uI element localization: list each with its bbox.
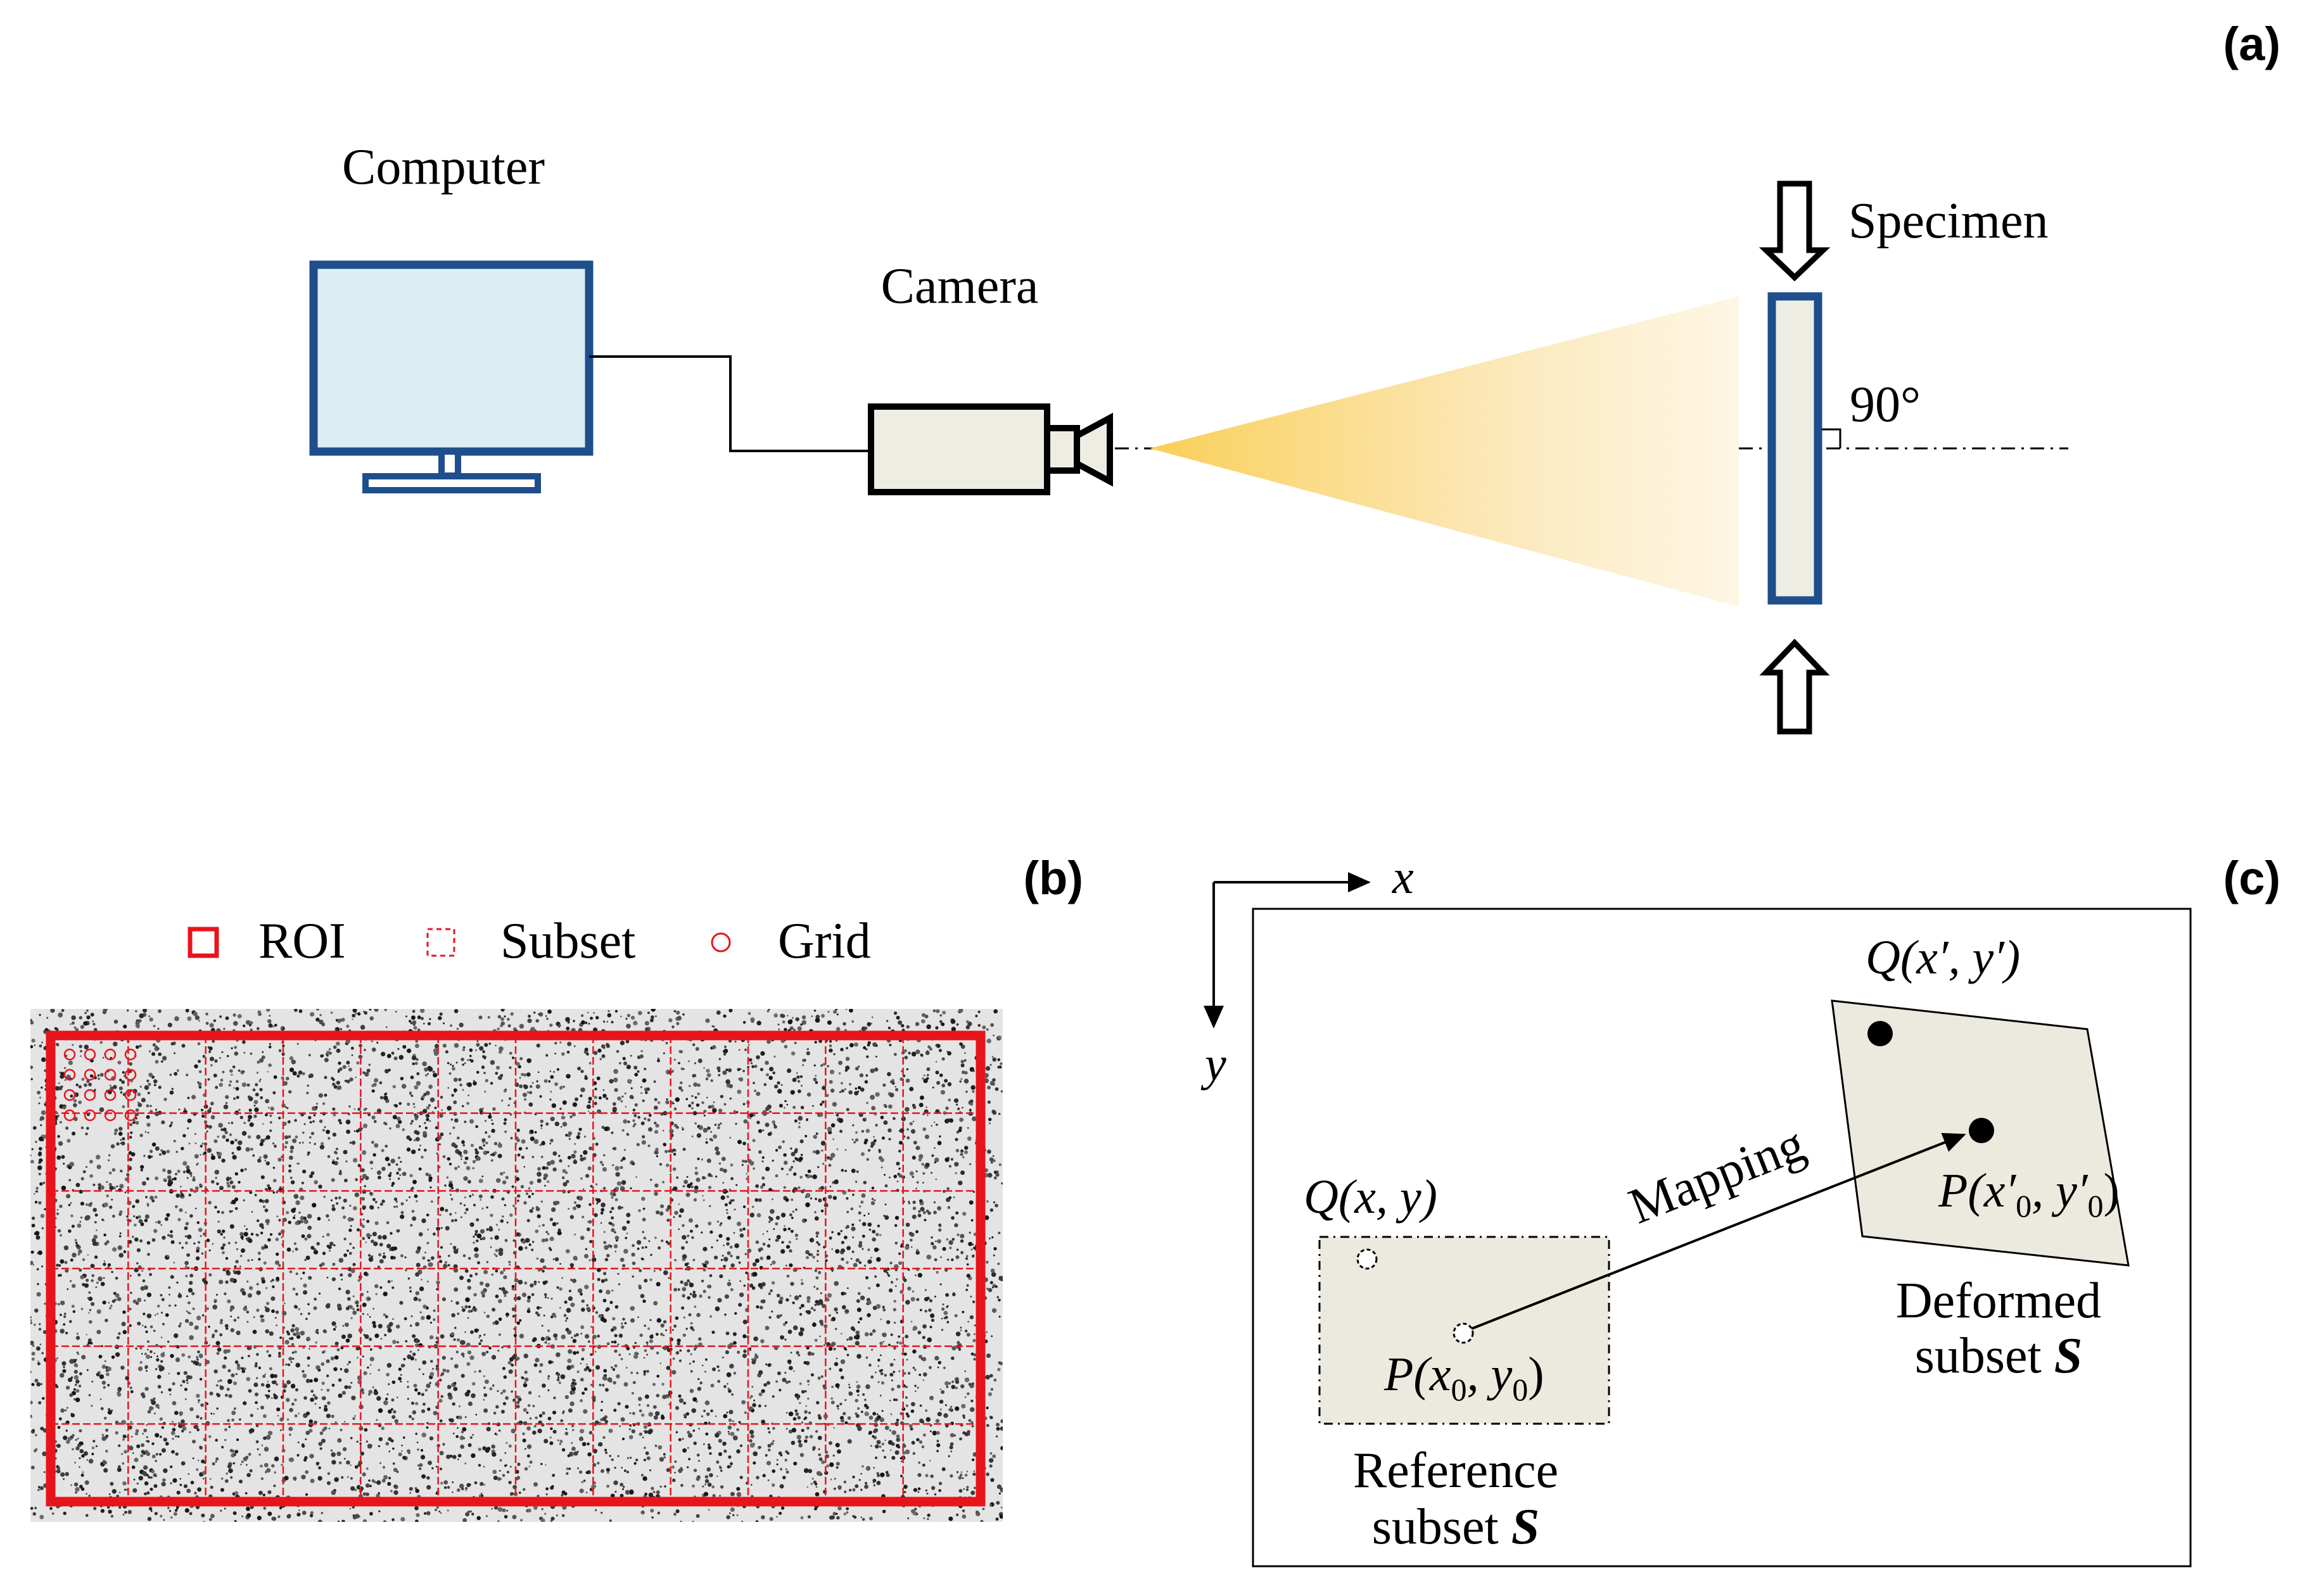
computer-monitor — [309, 260, 594, 456]
computer-icon — [309, 260, 594, 493]
grid-points — [63, 1048, 137, 1122]
field-of-view-beam — [1150, 296, 1739, 607]
y-axis-label: y — [1200, 1037, 1226, 1091]
panel-a-label: (a) — [2223, 18, 2280, 70]
grid-point — [84, 1109, 96, 1122]
grid-point — [84, 1068, 96, 1081]
computer-base — [362, 473, 541, 493]
grid-point — [124, 1068, 137, 1081]
computer-camera-cable — [589, 355, 871, 452]
x-axis-label: x — [1392, 851, 1414, 904]
mapping-arrow — [1471, 1132, 1966, 1330]
angle-label: 90° — [1850, 377, 1921, 433]
reference-point-p — [1453, 1322, 1474, 1344]
panel-a: (a) Computer Camera Specimen 90° — [309, 18, 2280, 735]
legend: ROI Subset Grid — [188, 913, 871, 969]
p-ref-label: P(x0, y0) — [1383, 1348, 1544, 1407]
legend-roi-icon — [188, 927, 219, 958]
camera-lens — [1074, 412, 1113, 487]
deformed-point-q — [1867, 1021, 1893, 1046]
q-def-label: Q(x′, y′) — [1866, 931, 2020, 984]
camera-lens-base — [1044, 425, 1080, 474]
image-frame — [1252, 908, 2192, 1568]
legend-roi-text: ROI — [258, 913, 346, 969]
grid-point — [63, 1109, 76, 1122]
grid-point — [104, 1109, 117, 1122]
roi-rectangle — [46, 1030, 986, 1507]
grid-point — [124, 1048, 137, 1061]
grid-point — [104, 1068, 117, 1081]
load-arrow-up-icon — [1759, 638, 1830, 735]
grid-point — [63, 1089, 76, 1101]
q-ref-label: Q(x, y) — [1304, 1170, 1437, 1224]
grid-point — [84, 1089, 96, 1101]
reference-subset-caption-2: subset S — [1372, 1499, 1540, 1555]
computer-neck — [438, 448, 461, 479]
camera-label: Camera — [881, 258, 1039, 314]
grid-point — [104, 1048, 117, 1061]
subset-grid — [51, 1036, 981, 1502]
right-angle-mark — [1822, 428, 1841, 448]
camera-icon — [868, 403, 1113, 495]
grid-point — [84, 1048, 96, 1061]
load-arrow-down-icon — [1758, 180, 1831, 282]
legend-grid-text: Grid — [778, 913, 871, 969]
legend-grid-icon — [711, 932, 731, 953]
panel-c-label: (c) — [2223, 852, 2280, 904]
panel-c: (c) x y Q(x, y) P(x0, y0) Reference subs… — [1200, 851, 2280, 1568]
grid-point — [63, 1048, 76, 1061]
mapping-label: Mapping — [1622, 1116, 1812, 1235]
panel-b: (b) ROI Subset Grid — [30, 852, 1084, 1522]
grid-point — [63, 1068, 76, 1081]
specimen-label: Specimen — [1848, 193, 2048, 249]
deformed-point-p — [1969, 1118, 1994, 1143]
reference-point-q — [1356, 1248, 1378, 1270]
computer-label: Computer — [342, 139, 545, 195]
panel-b-label: (b) — [1024, 852, 1084, 904]
p-def-label: P(x′0, y′0) — [1938, 1164, 2120, 1224]
legend-subset-text: Subset — [500, 913, 635, 969]
legend-subset-icon — [426, 928, 455, 957]
grid-point — [124, 1109, 137, 1122]
grid-point — [104, 1089, 117, 1101]
reference-subset-caption-1: Reference — [1353, 1443, 1558, 1498]
grid-point — [124, 1089, 137, 1101]
camera-body — [868, 403, 1050, 495]
specimen — [1767, 292, 1822, 605]
deformed-subset-caption-2: subset S — [1915, 1328, 2083, 1384]
deformed-subset-caption-1: Deformed — [1896, 1273, 2101, 1329]
